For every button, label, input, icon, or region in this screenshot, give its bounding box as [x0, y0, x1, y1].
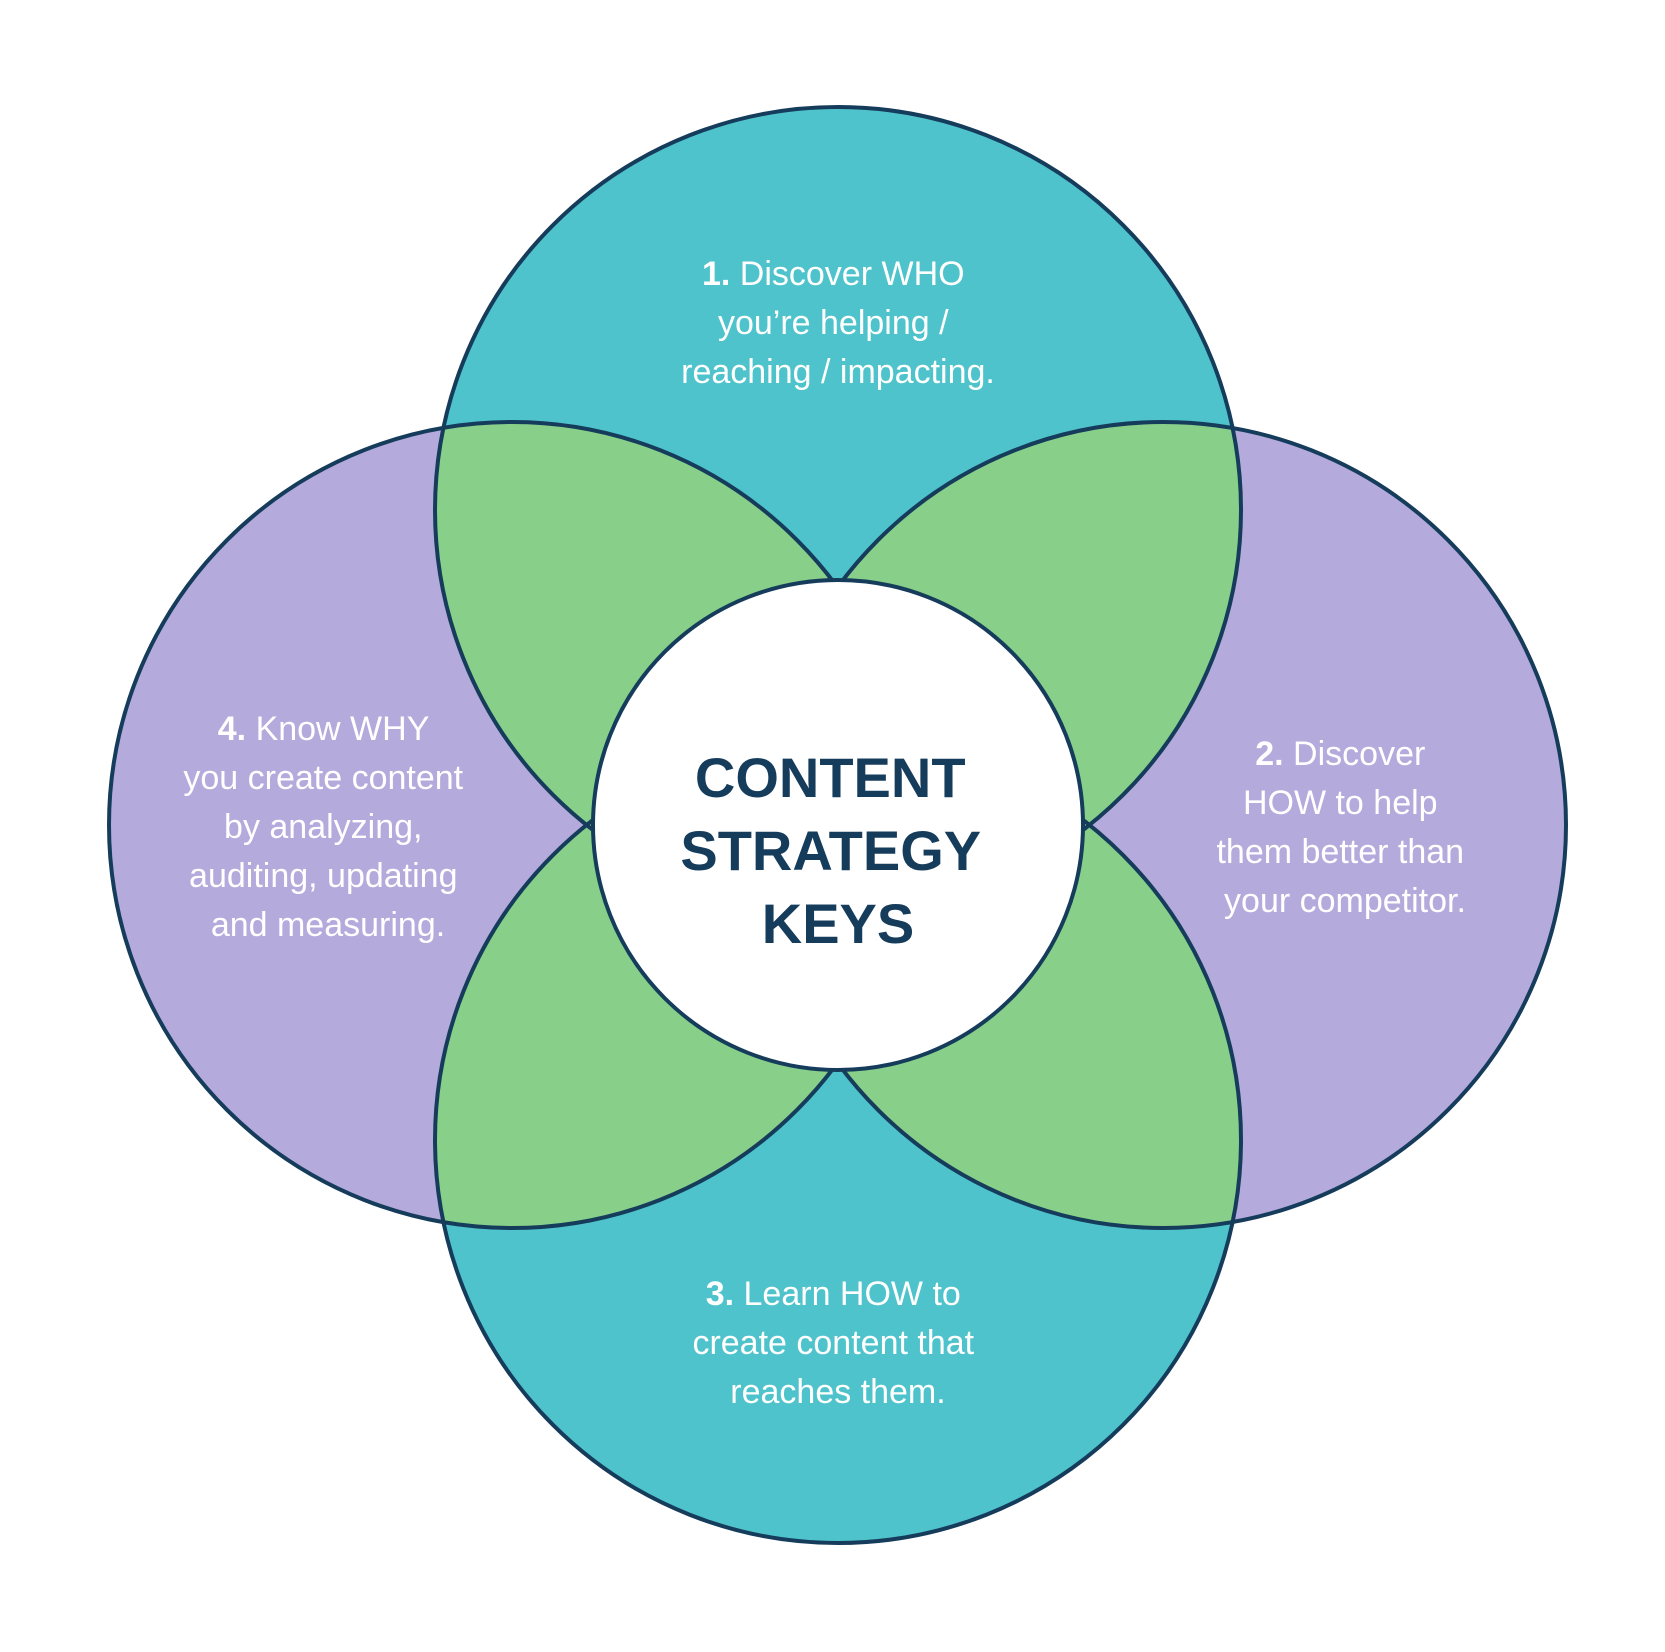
key-why-text: 4. Know WHY you create content by analyz…	[183, 710, 472, 944]
key-line: Learn HOW to	[744, 1275, 961, 1313]
key-line: reaches them.	[730, 1373, 945, 1411]
center-circle	[591, 578, 1085, 1072]
key-who-text: 1. Discover WHO you’re helping / reachin…	[681, 255, 995, 391]
center-title: CONTENT STRATEGY KEYS	[680, 746, 995, 955]
key-how-create-text: 3. Learn HOW to create content that reac…	[692, 1275, 983, 1411]
key-number: 1.	[702, 255, 730, 293]
key-line: by analyzing,	[224, 808, 422, 846]
center-title-line: KEYS	[762, 892, 915, 955]
key-number: 2.	[1255, 735, 1283, 773]
center-title-line: STRATEGY	[680, 819, 980, 882]
key-number: 3.	[706, 1275, 734, 1313]
key-line: auditing, updating	[189, 857, 457, 895]
center-title-line: CONTENT	[695, 746, 966, 809]
key-line: them better than	[1216, 833, 1464, 871]
key-line: your competitor.	[1224, 882, 1466, 920]
key-line: you create content	[183, 759, 463, 797]
key-line: Know WHY	[256, 710, 429, 748]
key-line: you’re helping /	[718, 304, 949, 342]
key-how-help-text: 2. Discover HOW to help them better than…	[1216, 735, 1473, 920]
key-number: 4.	[218, 710, 246, 748]
key-line: create content that	[692, 1324, 974, 1362]
key-line: and measuring.	[211, 906, 445, 944]
key-line: HOW to help	[1243, 784, 1438, 822]
key-line: Discover WHO	[740, 255, 965, 293]
key-line: reaching / impacting.	[681, 353, 995, 391]
key-line: Discover	[1293, 735, 1425, 773]
